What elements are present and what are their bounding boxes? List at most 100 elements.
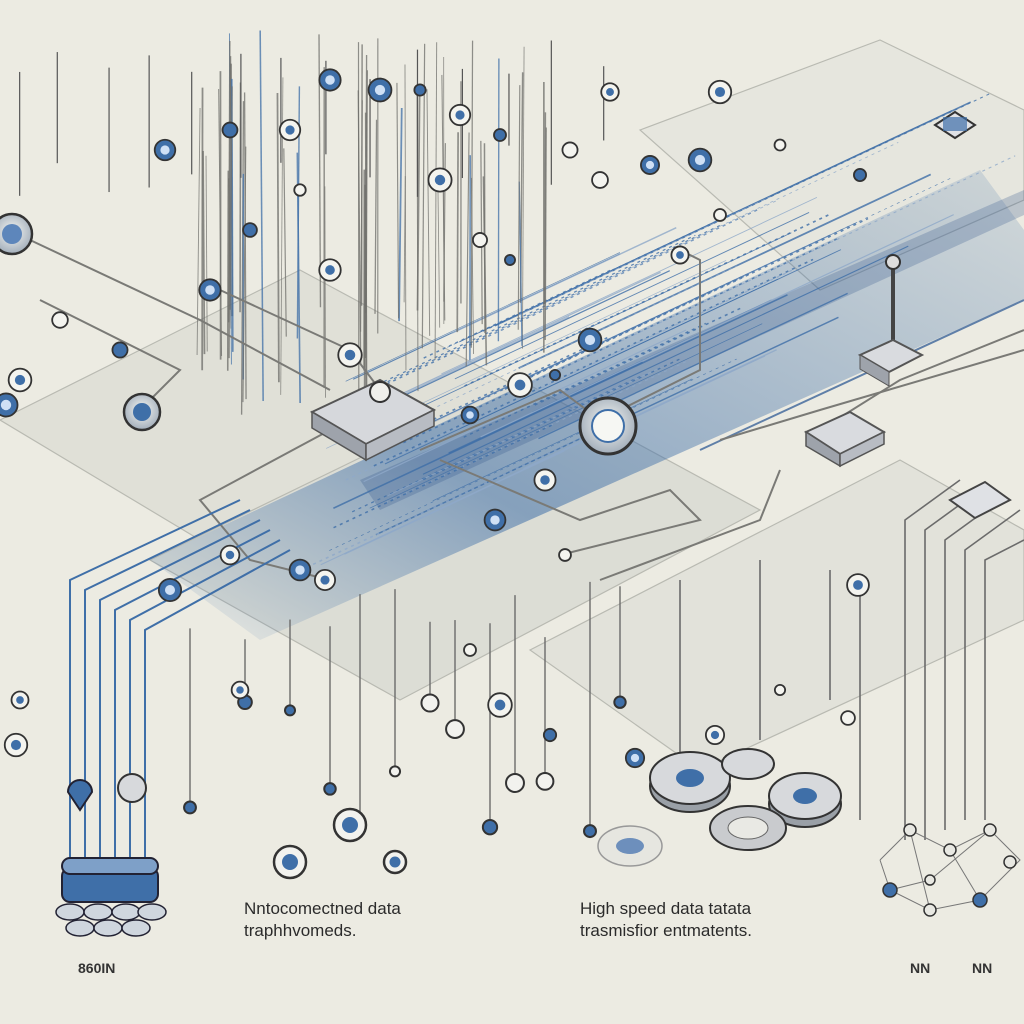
signal-line — [456, 132, 459, 333]
signal-line — [240, 101, 245, 415]
stream-line — [367, 265, 738, 440]
signal-node-core — [630, 753, 640, 763]
signal-line — [324, 186, 326, 398]
signal-node — [542, 727, 558, 743]
signal-line — [227, 40, 231, 323]
drop-node — [583, 824, 597, 839]
signal-node-core — [714, 86, 726, 98]
caption-left-line2: traphhvomeds. — [244, 921, 357, 940]
signal-node-core — [225, 550, 235, 560]
top-right-module — [933, 110, 977, 140]
stream-line — [300, 437, 582, 572]
signal-line — [396, 82, 400, 319]
stream-line — [357, 335, 611, 456]
signal-line — [196, 107, 201, 356]
signal-node-core — [540, 475, 550, 485]
stream-line — [432, 378, 693, 502]
signal-line — [202, 151, 206, 355]
signal-line — [522, 46, 525, 349]
signal-line — [544, 127, 547, 341]
signal-node-core — [325, 265, 335, 275]
signal-node — [548, 368, 562, 382]
terminal-core — [282, 854, 298, 870]
stream-line — [329, 358, 737, 551]
signal-line — [365, 70, 368, 394]
signal-node — [51, 311, 69, 329]
signal-node-core — [710, 730, 720, 740]
central-chip — [309, 378, 437, 462]
stream-line — [422, 245, 909, 475]
stream-line — [503, 141, 899, 328]
drop-node — [505, 773, 525, 793]
drop-node — [183, 800, 197, 815]
signal-node-core — [0, 399, 12, 411]
signal-line — [283, 148, 287, 337]
stream-line — [372, 221, 858, 451]
signal-node-core — [295, 565, 305, 575]
caption-interconnected: Nntocomectned data traphhvomeds. — [244, 898, 401, 942]
signal-node — [413, 83, 427, 97]
antenna-module — [857, 254, 925, 387]
signal-node — [242, 222, 258, 238]
signal-line — [360, 100, 363, 332]
hub-node-edge — [0, 212, 34, 256]
signal-node — [773, 683, 787, 697]
drop-node — [613, 695, 627, 709]
signal-node-core — [584, 334, 596, 346]
stream-line — [454, 211, 810, 380]
signal-node-core — [694, 154, 706, 166]
signal-line — [437, 169, 441, 328]
signal-node-core — [164, 584, 176, 596]
stream-line — [333, 294, 788, 509]
signal-node — [463, 643, 477, 657]
stream-line — [451, 227, 677, 334]
mesh-nodes — [882, 823, 1017, 917]
signal-node-core — [16, 696, 24, 704]
signal-node-core — [320, 575, 330, 585]
signal-node — [713, 208, 727, 222]
signal-line — [404, 64, 407, 371]
signal-node-core — [14, 374, 26, 386]
stream-line — [351, 374, 643, 513]
signal-node — [558, 548, 572, 562]
signal-node — [493, 128, 507, 142]
signal-line — [226, 170, 230, 371]
stream-line — [523, 349, 777, 470]
signal-node-core — [455, 110, 465, 120]
stream-line — [525, 155, 1016, 387]
signal-line — [518, 181, 523, 346]
signal-node-core — [490, 515, 500, 525]
signal-line — [470, 40, 474, 348]
stream-line — [361, 271, 661, 414]
caption-right-line1: High speed data tatata — [580, 899, 752, 918]
drop-node — [323, 782, 337, 796]
signal-node-core — [466, 411, 474, 419]
signal-node — [853, 168, 867, 182]
bottom-signal-lines — [183, 581, 627, 880]
signal-node — [591, 171, 609, 189]
signal-nodes — [0, 68, 870, 769]
hub-node-large — [578, 396, 638, 456]
signal-node-core — [434, 174, 446, 186]
drop-node — [535, 772, 555, 791]
signal-line — [363, 184, 366, 407]
stream-line — [369, 323, 763, 509]
stream-line — [345, 268, 795, 481]
drop-node — [481, 819, 499, 836]
terminal-core — [342, 817, 358, 833]
stream-line — [333, 424, 553, 529]
caption-left-line1: Nntocomectned data — [244, 899, 401, 918]
signal-node-core — [606, 88, 614, 96]
stream-line — [441, 196, 818, 375]
hub-node-left — [122, 392, 162, 432]
signal-line — [205, 155, 208, 352]
stream-line — [384, 249, 842, 465]
disc-cluster — [597, 748, 842, 867]
signal-node-core — [494, 699, 506, 711]
signal-node-core — [645, 160, 655, 170]
server-stack — [55, 773, 167, 937]
signal-line — [259, 30, 264, 401]
signal-node-core — [205, 285, 215, 295]
stream-line — [487, 198, 780, 337]
